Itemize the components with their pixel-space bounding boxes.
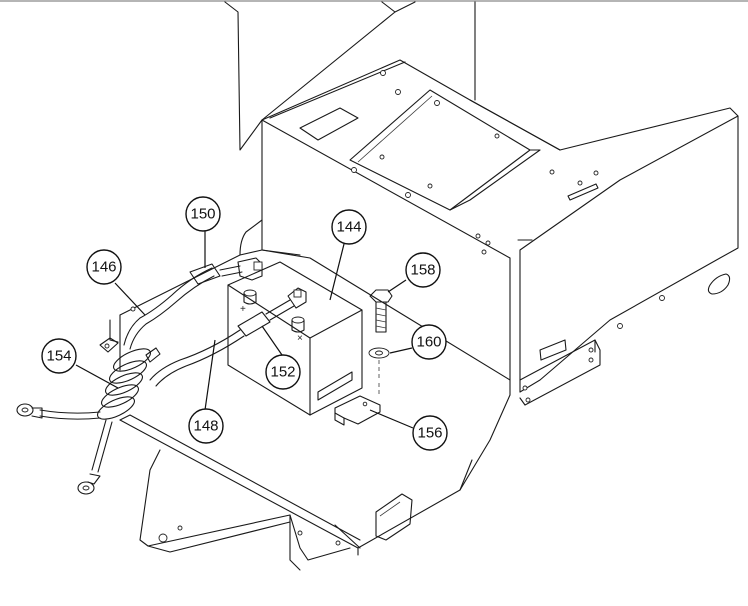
callout-144: 144 [331,209,367,245]
callout-label: 152 [270,364,295,381]
coiled-cable [97,348,151,420]
svg-text:+: + [240,304,246,315]
callout-152: 152 [265,354,301,390]
callout-label: 144 [336,219,361,236]
hold-down-bolt [369,289,393,333]
callout-label: 156 [417,425,442,442]
battery: + × [227,261,363,416]
leader-lines [75,231,414,429]
callout-158: 158 [405,252,441,288]
callout-160: 160 [411,324,447,360]
callout-154: 154 [41,338,77,374]
callout-148: 148 [188,408,224,444]
callout-label: 150 [190,206,215,223]
callout-150: 150 [185,196,221,232]
svg-text:×: × [297,333,303,344]
washer [368,347,390,359]
callout-label: 154 [46,348,71,365]
callout-label: 158 [410,262,435,279]
callout-156: 156 [412,415,448,451]
callout-146: 146 [86,249,122,285]
callout-label: 146 [91,259,116,276]
chassis-frame [0,0,748,571]
hold-down-bracket [334,395,381,426]
cable-harness [16,257,307,495]
callout-label: 160 [416,334,441,351]
callout-label: 148 [193,418,218,435]
